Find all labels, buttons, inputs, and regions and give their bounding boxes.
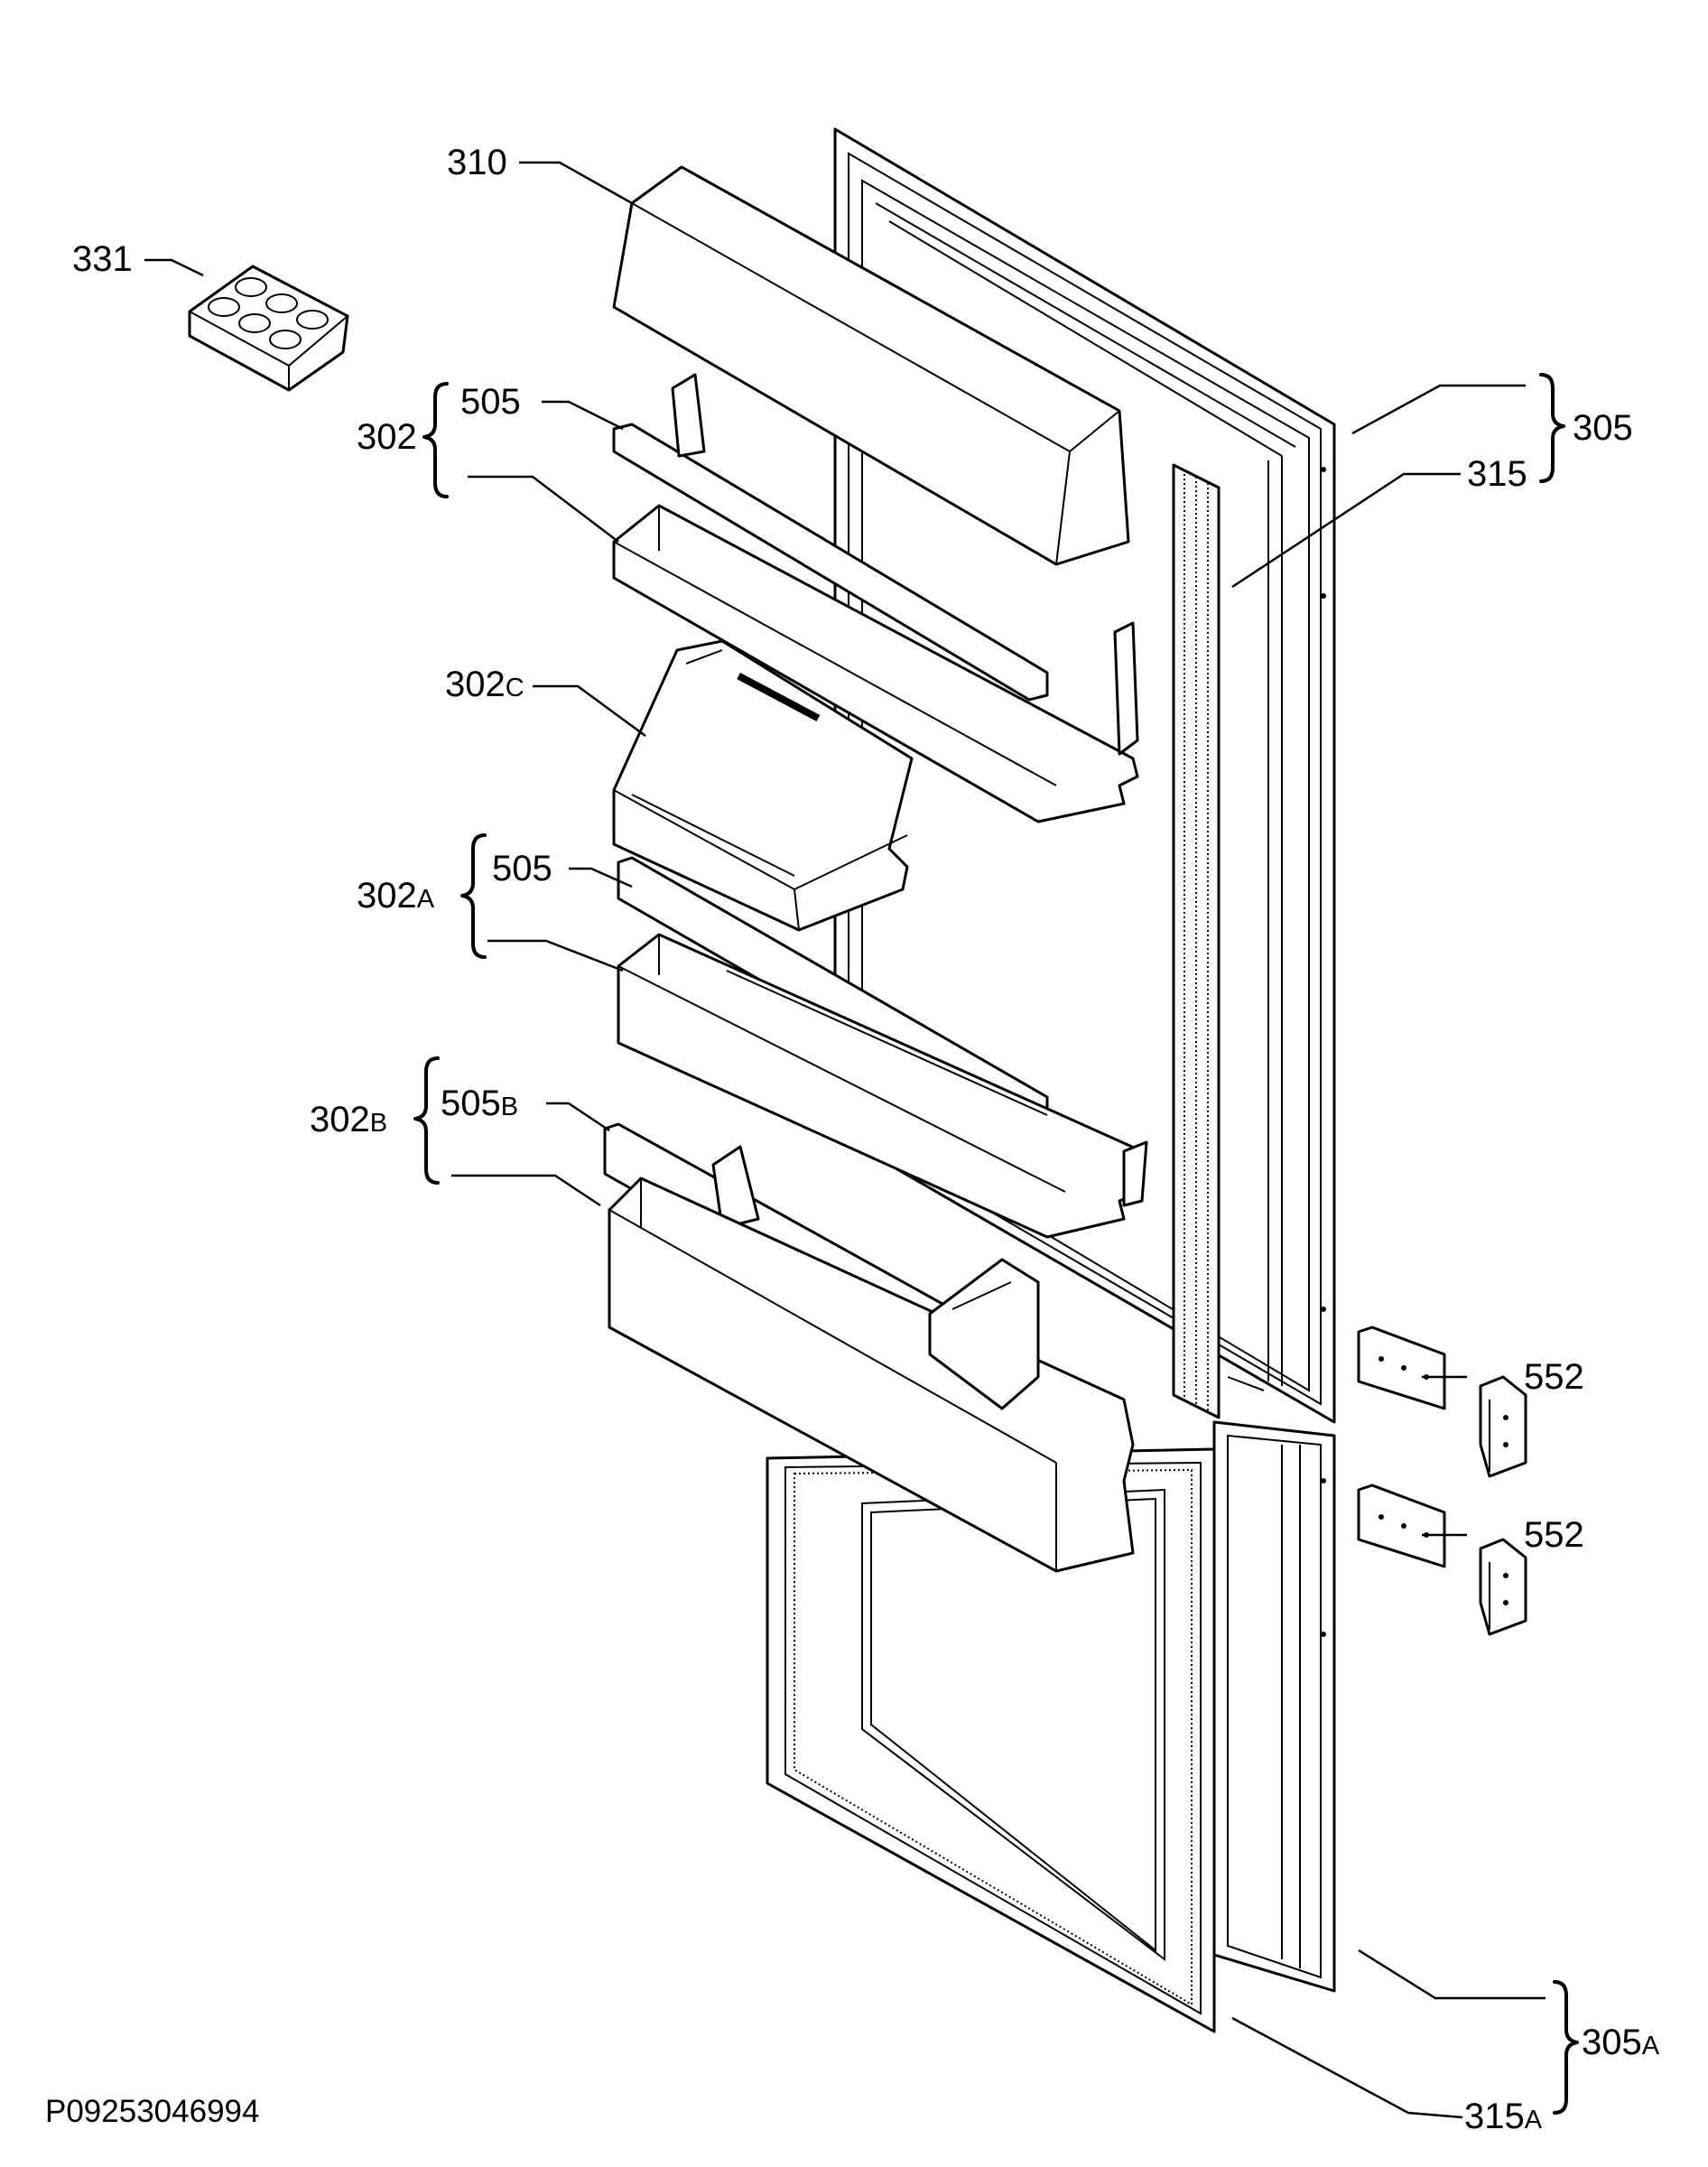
brace-302 <box>422 382 449 498</box>
upper-gasket-315 <box>1172 463 1265 1419</box>
door-shelf-302 <box>612 504 1139 823</box>
drawing-code: P09253046994 <box>45 2094 259 2129</box>
label-302b: 302B <box>310 1100 387 1139</box>
part-labels: 310 331 302 505 302C 302A 505 302B 505B … <box>72 143 1660 2136</box>
lower-door-305a <box>1212 1420 1336 1993</box>
small-shelf-302c <box>612 639 914 932</box>
label-331: 331 <box>72 239 133 279</box>
label-315a: 315A <box>1464 2097 1543 2136</box>
egg-tray-331 <box>188 265 349 392</box>
label-310: 310 <box>447 143 507 182</box>
brace-305a <box>1553 1980 1579 2115</box>
leader-lines <box>144 161 1546 2119</box>
dairy-compartment-310 <box>612 165 1130 566</box>
door-shelf-302a <box>617 933 1148 1239</box>
label-305a: 305A <box>1582 2023 1660 2062</box>
label-505-middle: 505 <box>492 849 552 888</box>
label-302a: 302A <box>357 876 435 916</box>
brace-302a <box>460 833 487 959</box>
brace-305 <box>1539 373 1565 483</box>
label-552-lower: 552 <box>1524 1515 1584 1555</box>
hinge-cover-552-upper <box>1357 1325 1527 1478</box>
label-505b: 505B <box>441 1084 518 1123</box>
label-315: 315 <box>1467 454 1527 494</box>
hinge-cover-552-lower <box>1357 1483 1527 1636</box>
brace-302b <box>413 1056 440 1185</box>
label-305: 305 <box>1573 408 1633 448</box>
door-shelf-302b <box>608 1177 1135 1573</box>
label-302c: 302C <box>445 665 524 704</box>
label-302: 302 <box>357 417 417 457</box>
label-552-upper: 552 <box>1524 1357 1584 1397</box>
bottle-rail-505-upper <box>612 373 1049 702</box>
label-505-upper: 505 <box>460 382 521 422</box>
